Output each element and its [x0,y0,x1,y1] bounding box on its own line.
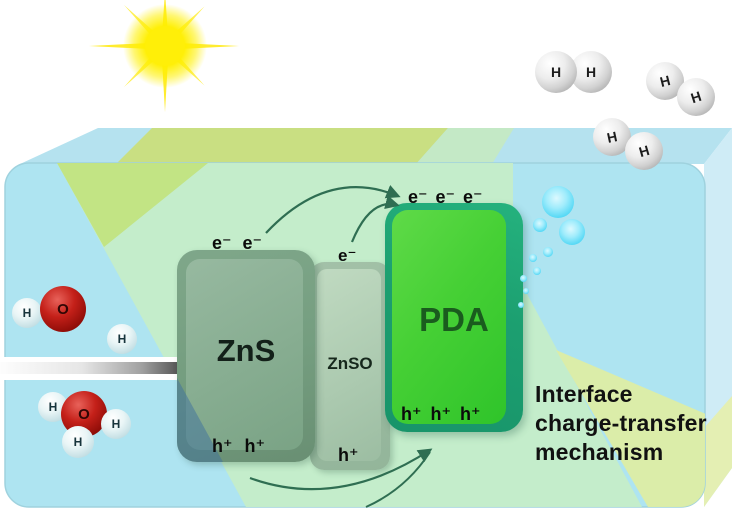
zns-block: ZnS [177,250,315,462]
hydrogen-atom: H [625,132,663,170]
hydrogen-atom: H [570,51,612,93]
zns-block-surface [186,259,303,450]
oxygen-atom: O [40,286,86,332]
atom-label: H [117,332,127,346]
bubble [543,247,553,257]
bubble [520,275,527,282]
bubble [533,218,547,232]
hydrogen-atom: H [593,118,631,156]
bubble [559,219,585,245]
atom-label: O [57,300,69,318]
pda-block: PDA [385,203,523,432]
box-top-face [20,128,732,164]
atom-label: H [658,72,672,90]
atom-label: H [688,87,704,107]
bubble [533,267,541,275]
atom-label: H [22,306,32,320]
atom-label: H [111,417,121,431]
box-side-face [704,128,732,507]
atom-label: H [550,64,562,80]
hole-label: h⁺ [338,445,359,465]
hole-label: h⁺ [460,404,481,424]
atom-label: H [585,64,597,80]
bubble [529,254,537,262]
pda-hole-labels: h⁺ h⁺ h⁺ [401,404,481,425]
bubble [518,302,524,308]
light-beam-core [57,163,208,247]
hydrogen-atom: H [101,409,131,439]
caption-line: mechanism [535,439,664,465]
hole-label: h⁺ [212,436,233,456]
hydrogen-atom: H [12,298,42,328]
bubble [523,288,529,294]
pda-label: PDA [419,301,489,338]
hole-label: h⁺ [244,436,266,456]
zns-electron-labels: e⁻ e⁻ [212,233,262,254]
hydrogen-atom: H [535,51,577,93]
hole-label: h⁺ [430,404,452,424]
zns-hole-labels: h⁺ h⁺ [212,436,265,457]
electron-label: e⁻ [242,233,263,253]
electron-label: e⁻ [338,246,357,265]
pda-electron-labels: e⁻ e⁻ e⁻ [408,187,483,208]
slot [0,357,183,380]
hole-label: h⁺ [401,404,422,424]
pda-block-surface [392,210,506,424]
zns-label: ZnS [216,333,276,368]
znso-hole-labels: h⁺ [338,445,359,466]
free-hydrogen-atom: H [107,324,137,354]
znso-block-surface [317,269,381,461]
bubble [542,186,574,218]
atom-label: H [73,435,83,449]
caption-line: charge-transfer [535,410,707,436]
atom-label: H [605,128,619,146]
atom-label: O [78,405,90,423]
hydrogen-atom: H [677,78,715,116]
sun-icon [89,0,239,112]
light-beam-yellow-band [556,350,705,507]
znso-electron-labels: e⁻ [338,246,356,266]
electron-label: e⁻ [408,187,428,207]
electron-label: e⁻ [463,187,483,207]
electron-label: e⁻ [212,233,232,253]
znso-label: ZnSO [327,354,373,373]
atom-label: H [48,400,58,414]
atom-label: H [636,141,652,161]
hydrogen-atom: H [62,426,94,458]
figure-caption: Interface charge-transfer mechanism [535,380,735,467]
electron-label: e⁻ [435,187,456,207]
znso-block: ZnSO [310,262,390,470]
caption-line: Interface [535,381,633,407]
